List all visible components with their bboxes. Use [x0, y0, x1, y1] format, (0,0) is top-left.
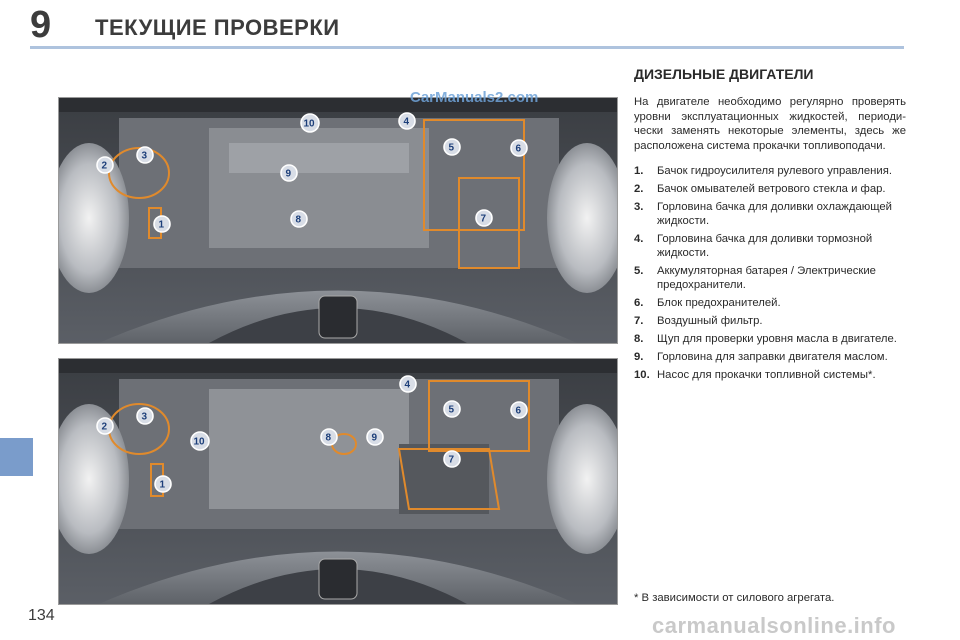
callout-9: 9 [372, 433, 378, 444]
list-item-number: 8. [634, 333, 644, 345]
list-item-number: 9. [634, 351, 644, 363]
list-item-number: 1. [634, 165, 644, 177]
list-item-text: Горловина бачка для доливки тормозной жи… [657, 233, 873, 259]
list-item: 9. Горловина для заправки двигателя масло… [634, 350, 914, 364]
callout-10: 10 [194, 437, 206, 448]
callout-8: 8 [296, 215, 302, 226]
list-item: 3. Горловина бачка для доливки охлаждающе… [634, 200, 914, 228]
list-item: 4. Горловина бачка для доливки тормозной … [634, 232, 914, 260]
callout-1: 1 [159, 220, 165, 231]
callout-8: 8 [326, 433, 332, 444]
header-rule [30, 46, 904, 49]
callout-5: 5 [449, 405, 455, 416]
callout-2: 2 [102, 422, 108, 433]
list-item-number: 3. [634, 201, 644, 213]
list-item: 2. Бачок омывателей ветрового стекла и фа… [634, 182, 914, 196]
watermark-carmanualsonline: carmanualsonline.info [652, 613, 896, 638]
callout-6: 6 [516, 406, 522, 417]
list-item-text: Блок предохранителей. [657, 297, 781, 309]
list-item-number: 5. [634, 265, 644, 277]
list-item-number: 4. [634, 233, 644, 245]
engine-photo-top: 1 2 3 4 5 6 7 8 9 10 [58, 97, 618, 344]
chapter-side-tab [0, 438, 33, 476]
callout-3: 3 [142, 412, 148, 423]
engine-illustration-top: 1 2 3 4 5 6 7 8 9 10 [59, 98, 617, 343]
callout-9: 9 [286, 169, 292, 180]
callout-7: 7 [449, 455, 455, 466]
list-item-number: 10. [634, 369, 650, 381]
callout-4: 4 [405, 380, 411, 391]
engine-illustration-bottom: 1 2 3 4 5 6 7 8 9 10 [59, 359, 617, 604]
list-item-text: Бачок гидроусилителя рулевого управления… [657, 165, 892, 177]
page-number: 134 [28, 607, 55, 624]
list-item-text: Щуп для проверки уровня масла в двигател… [657, 333, 897, 345]
callout-6: 6 [516, 144, 522, 155]
component-list: 1. Бачок гидроусилителя рулевого управлен… [634, 164, 914, 386]
list-item: 8. Щуп для проверки уровня масла в двигат… [634, 332, 914, 346]
callout-7: 7 [481, 214, 487, 225]
callout-3: 3 [142, 151, 148, 162]
watermark-carmanuals2: CarManuals2.com [410, 89, 539, 106]
list-item-text: Аккумуляторная батарея / Электрические п… [657, 265, 876, 291]
section-title: ДИЗЕЛЬНЫЕ ДВИГАТЕЛИ [634, 66, 814, 82]
engine-photo-bottom: 1 2 3 4 5 6 7 8 9 10 [58, 358, 618, 605]
list-item-number: 7. [634, 315, 644, 327]
callout-10: 10 [304, 119, 316, 130]
list-item: 6. Блок предохранителей. [634, 296, 914, 310]
list-item-text: Горловина бачка для доливки охлаждающей … [657, 201, 892, 227]
list-item-text: Воздушный фильтр. [657, 315, 763, 327]
chapter-title: ТЕКУЩИЕ ПРОВЕРКИ [95, 15, 340, 40]
callout-4: 4 [404, 117, 410, 128]
list-item-text: Горловина для заправки двигателя маслом. [657, 351, 888, 363]
callout-1: 1 [160, 480, 166, 491]
list-item-text: Бачок омывателей ветрового стекла и фар. [657, 183, 886, 195]
list-item: 10. Насос для прокачки топливной системы*… [634, 368, 914, 382]
callout-5: 5 [449, 143, 455, 154]
list-item-number: 2. [634, 183, 644, 195]
chapter-number: 9 [30, 4, 52, 46]
list-item: 7. Воздушный фильтр. [634, 314, 914, 328]
intro-paragraph: На двигателе необходимо регулярно провер… [634, 96, 906, 152]
footnote: * В зависимости от силового агрегата. [634, 592, 835, 604]
list-item: 5. Аккумуляторная батарея / Электрические… [634, 264, 914, 292]
callout-2: 2 [102, 161, 108, 172]
list-item: 1. Бачок гидроусилителя рулевого управлен… [634, 164, 914, 178]
list-item-number: 6. [634, 297, 644, 309]
list-item-text: Насос для прокачки топливной системы*. [657, 369, 876, 381]
